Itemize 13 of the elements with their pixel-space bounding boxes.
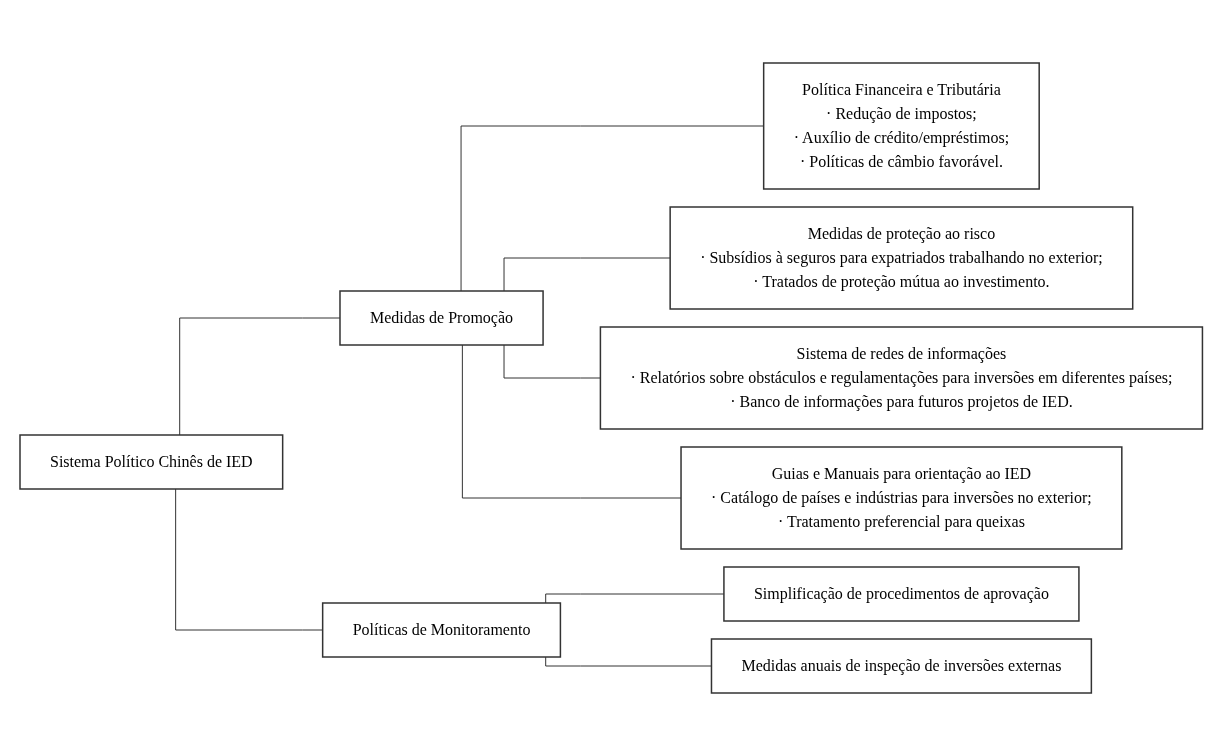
node-box: Simplificação de procedimentos de aprovação	[722, 565, 1080, 622]
connector	[503, 344, 601, 378]
connector	[460, 125, 764, 291]
node-box: Política Financeira e Tributária · Redução de impostos; · Auxílio de crédito/empréstimos; · Políticas de câmbio favorável.	[762, 61, 1040, 190]
node-box: Sistema Político Chinês de IED	[19, 433, 284, 490]
node-box: Políticas de Monitoramento	[321, 601, 561, 658]
node-box: Sistema de redes de informações · Relatórios sobre obstáculos e regulamentações para inversões em diferentes países; · Banco de informações para futuros projetos de IED.	[599, 325, 1203, 430]
node-box: Medidas de proteção ao risco · Subsídios à seguros para expatriados trabalhando no exterior; · Tratados de proteção mútua ao investimento.	[669, 205, 1134, 310]
node-box: Medidas de Promoção	[339, 289, 544, 346]
node-box: Guias e Manuais para orientação ao IED · Catálogo de países e indústrias para inversões no exterior; · Tratamento preferencial para queixas	[680, 445, 1123, 550]
node-box: Medidas anuais de inspeção de inversões externas	[710, 637, 1092, 694]
connector	[174, 488, 323, 630]
connector	[544, 656, 712, 666]
